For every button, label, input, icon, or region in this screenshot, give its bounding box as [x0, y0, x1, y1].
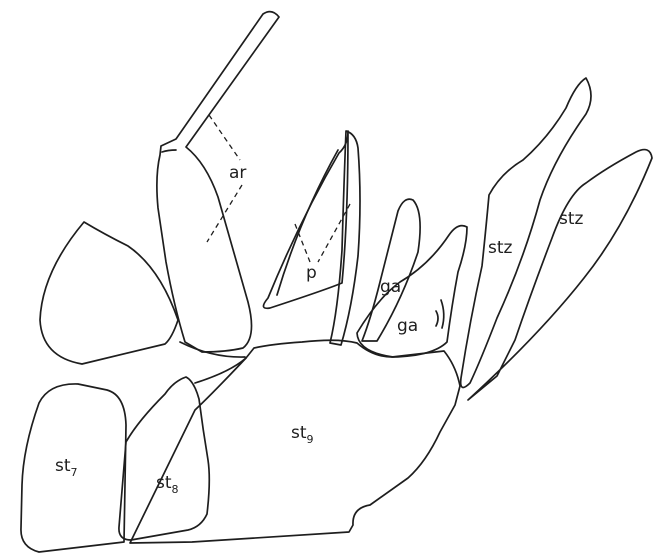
- stz-left-label: stz: [488, 238, 513, 258]
- st7-label: st7: [55, 456, 78, 479]
- p-structure: [263, 131, 360, 345]
- stz-right: [468, 150, 652, 400]
- p-leader-left: [295, 224, 310, 262]
- left-plate: [40, 222, 178, 364]
- st8-plate: [119, 377, 209, 540]
- ar-leader-lower: [207, 185, 242, 242]
- st8-label: st8: [156, 473, 179, 496]
- ar-structure: [157, 12, 279, 352]
- ga-lower-label: ga: [397, 316, 418, 336]
- p-label: p: [306, 263, 317, 283]
- ga-upper-label: ga: [380, 277, 401, 297]
- st9-left-seam: [180, 342, 246, 383]
- ga-lower-texture: [436, 300, 444, 328]
- st9-label: st9: [291, 423, 314, 446]
- stz-left: [461, 78, 591, 387]
- ar-leader-upper: [209, 115, 240, 160]
- ar-label: ar: [229, 163, 246, 183]
- stz-right-label: stz: [559, 209, 584, 229]
- ga-lower-lobe: [357, 226, 467, 357]
